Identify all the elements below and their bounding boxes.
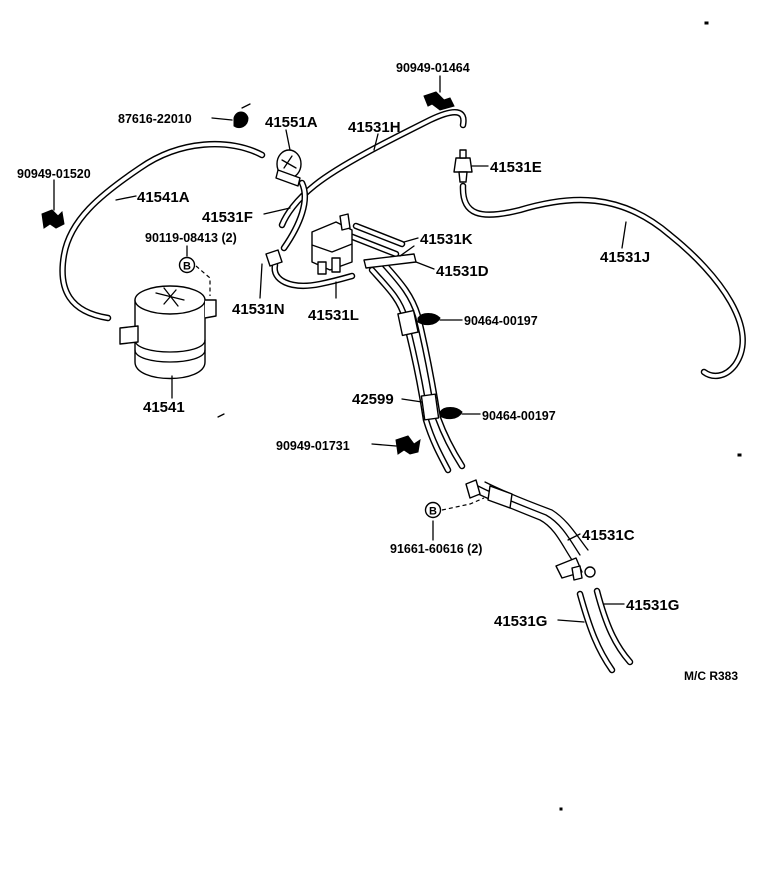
label-41531k: 41531K bbox=[420, 231, 473, 248]
valve-41551a bbox=[275, 149, 302, 187]
label-41531e: 41531E bbox=[490, 159, 542, 176]
diagram-code: M/C R383 bbox=[684, 669, 738, 683]
hose-41531g-pair bbox=[576, 587, 634, 674]
clamp-90464-00197-b bbox=[439, 407, 463, 420]
label-41531g-right: 41531G bbox=[626, 597, 679, 614]
hose-41531j bbox=[459, 182, 746, 380]
label-90119-08413: 90119-08413 (2) bbox=[145, 231, 237, 245]
bolt-marker-90119: B bbox=[178, 256, 211, 296]
fitting-41531n bbox=[265, 249, 283, 267]
bolt-marker-91661: B bbox=[424, 497, 485, 519]
label-90949-01731: 90949-01731 bbox=[276, 439, 350, 453]
label-41541a: 41541A bbox=[137, 189, 190, 206]
label-41531g-left: 41531G bbox=[494, 613, 547, 630]
tube-bundle-42599 bbox=[368, 260, 466, 474]
label-41531j: 41531J bbox=[600, 249, 650, 266]
valve-assembly bbox=[311, 213, 417, 275]
label-42599: 42599 bbox=[352, 391, 394, 408]
label-41531d: 41531D bbox=[436, 263, 489, 280]
label-90464-00197-a: 90464-00197 bbox=[464, 314, 538, 328]
label-41531f: 41531F bbox=[202, 209, 253, 226]
part-labels: 90949-01464 87616-22010 41551A 41531H 41… bbox=[17, 61, 738, 683]
label-41531c: 41531C bbox=[582, 527, 635, 544]
hose-41541a bbox=[59, 140, 266, 322]
label-41551a: 41551A bbox=[265, 114, 318, 131]
clamp-90949-01464 bbox=[423, 91, 455, 111]
clip-87616-22010 bbox=[233, 103, 251, 129]
hose-41531f bbox=[280, 179, 309, 252]
clamp-90949-01731 bbox=[395, 435, 421, 455]
label-41531n: 41531N bbox=[232, 301, 285, 318]
hose-41531k bbox=[346, 222, 406, 258]
clamp-90949-01520 bbox=[41, 209, 65, 229]
label-87616-22010: 87616-22010 bbox=[118, 112, 192, 126]
leader-lines bbox=[53, 75, 627, 623]
label-90949-01520: 90949-01520 bbox=[17, 167, 91, 181]
bolt-marker-text: B bbox=[429, 506, 437, 518]
pipe-41531c bbox=[465, 479, 596, 581]
charcoal-canister-41541 bbox=[119, 285, 217, 380]
label-91661-60616: 91661-60616 (2) bbox=[390, 542, 482, 556]
hose-41531h bbox=[278, 109, 467, 229]
label-41531h: 41531H bbox=[348, 119, 401, 136]
label-41531l: 41531L bbox=[308, 307, 359, 324]
label-90464-00197-b: 90464-00197 bbox=[482, 409, 556, 423]
bolt-marker-text: B bbox=[183, 261, 191, 273]
label-41541: 41541 bbox=[143, 399, 185, 416]
scan-specks bbox=[217, 21, 742, 811]
clamp-90464-00197-a bbox=[417, 313, 441, 326]
hose-41531l bbox=[271, 261, 356, 289]
label-90949-01464: 90949-01464 bbox=[396, 61, 470, 75]
fitting-41531e bbox=[453, 149, 473, 183]
